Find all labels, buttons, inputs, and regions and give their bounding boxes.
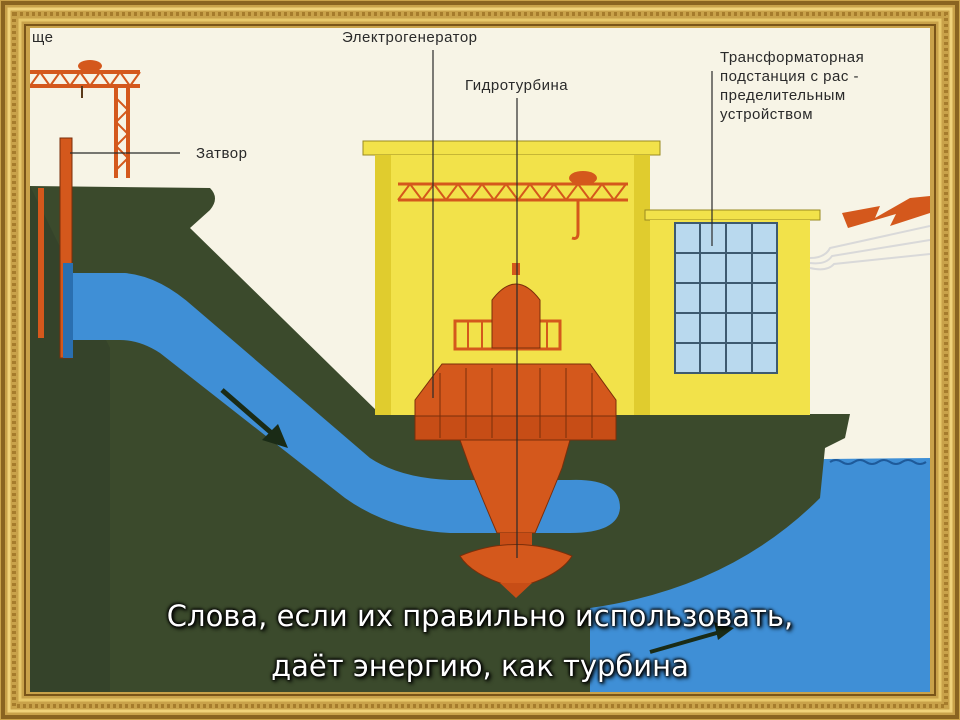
label-substation-3: пределительным bbox=[720, 87, 846, 104]
substation-roof bbox=[644, 209, 821, 221]
crane-trolley bbox=[78, 60, 102, 72]
gantry-crane bbox=[30, 70, 141, 178]
label-turbine: Гидротурбина bbox=[465, 77, 569, 94]
gate-rail bbox=[38, 188, 44, 338]
gate-panel bbox=[63, 263, 73, 358]
label-fragment: ще bbox=[32, 29, 54, 46]
outflow-arrow-shaft bbox=[649, 630, 721, 654]
crane-hook bbox=[571, 200, 580, 240]
power-lines bbox=[809, 225, 930, 271]
penstock-water bbox=[70, 273, 620, 533]
generator-assembly bbox=[414, 263, 617, 441]
label-substation-4: устройством bbox=[720, 106, 814, 123]
flow-arrow-shaft bbox=[220, 388, 277, 438]
hydro-plant-diagram: ще Затвор Электрогенератор Гидротурбина … bbox=[30, 28, 930, 692]
powerhouse-column-left bbox=[375, 155, 391, 415]
flow-arrow-head bbox=[262, 424, 288, 448]
turbine-runner bbox=[459, 544, 573, 589]
powerhouse-column-right bbox=[634, 155, 650, 415]
window-grid bbox=[675, 223, 777, 373]
turbine-assembly bbox=[459, 439, 573, 598]
lightning-bolt-icon bbox=[842, 196, 930, 228]
tailrace-waves bbox=[829, 459, 927, 465]
leader-lines bbox=[70, 50, 713, 558]
caption-line-2: даёт энергию, как турбина bbox=[271, 649, 689, 683]
label-gate: Затвор bbox=[196, 145, 248, 162]
overhead-crane-trolley bbox=[569, 171, 597, 185]
outflow-arrow-head bbox=[714, 622, 734, 640]
label-substation-2: подстанция с рас - bbox=[720, 68, 859, 85]
powerhouse-roof bbox=[362, 140, 661, 156]
label-generator: Электрогенератор bbox=[342, 29, 478, 46]
caption-line-1: Слова, если их правильно использовать, bbox=[166, 599, 794, 633]
label-substation-1: Трансформаторная bbox=[720, 49, 865, 66]
